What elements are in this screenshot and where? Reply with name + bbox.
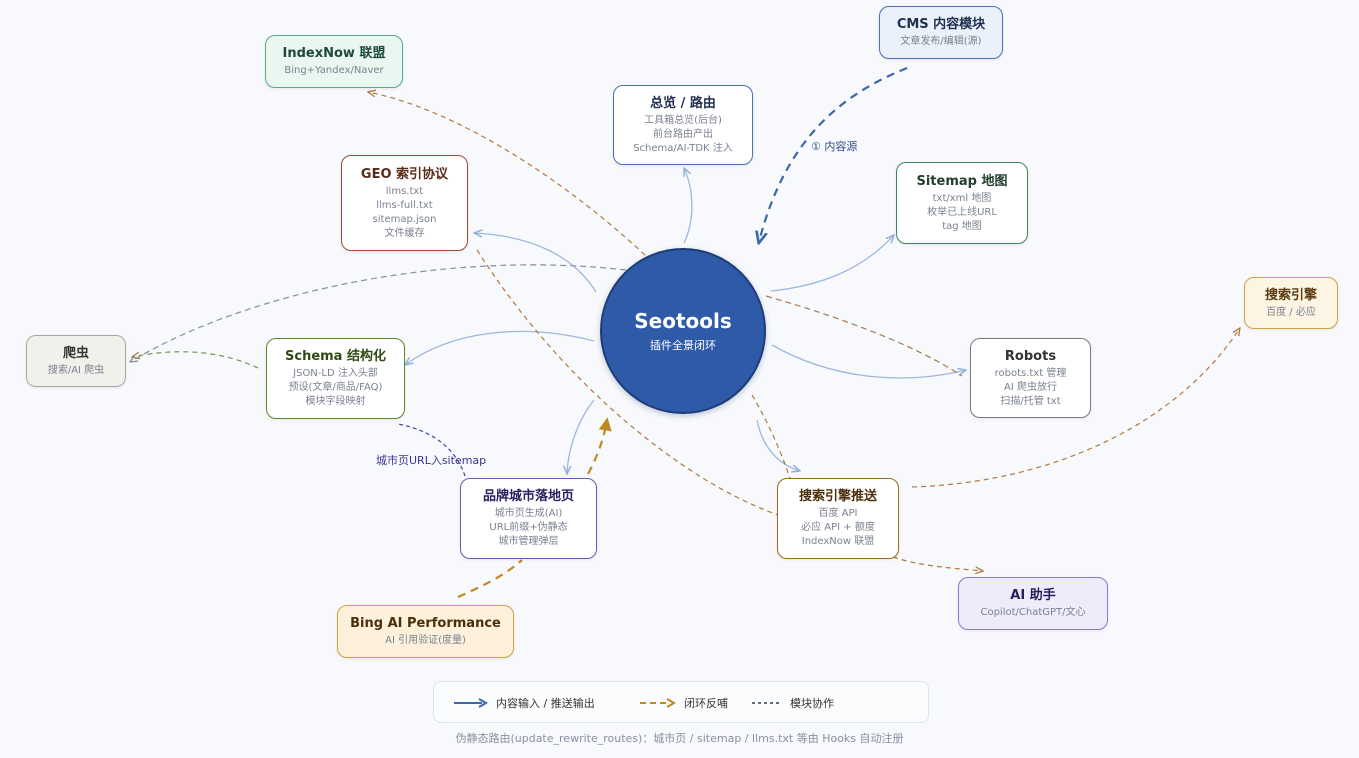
node-line: URL前缀+伪静态 xyxy=(489,522,568,533)
node-title: 爬虫 xyxy=(62,345,89,361)
node-line: 文章发布/编辑(源) xyxy=(900,36,982,47)
node-line: 模块字段映射 xyxy=(305,396,366,407)
legend-item-collab: 模块协作 xyxy=(752,682,834,724)
arrow-hub-to-robots xyxy=(771,344,966,379)
node-line: 百度 API xyxy=(818,508,858,519)
arrow-hub-to-push xyxy=(756,419,800,471)
link-hub-to-robots xyxy=(765,295,963,377)
node-title: CMS 内容模块 xyxy=(896,17,986,32)
arrow-hub-to-sitemap xyxy=(770,235,894,292)
arrow-hub-to-schema xyxy=(405,330,595,365)
node-city-landing: 品牌城市落地页 城市页生成(AI) URL前缀+伪静态 城市管理弹层 xyxy=(460,478,597,559)
legend-item-input-output: 内容输入 / 推送输出 xyxy=(454,682,595,724)
node-line: 工具箱总览(后台) xyxy=(644,114,722,126)
link-hub-to-crawler xyxy=(130,264,627,362)
node-title: 搜索引擎推送 xyxy=(798,489,877,504)
legend-label: 内容输入 / 推送输出 xyxy=(496,697,595,710)
seotools-hub: Seotools 插件全景闭环 xyxy=(600,248,766,414)
node-title: Robots xyxy=(1004,348,1057,364)
footer-note: 伪静态路由(update_rewrite_routes)：城市页 / sitem… xyxy=(455,732,904,745)
legend: 内容输入 / 推送输出 闭环反哺 模块协作 xyxy=(433,681,929,723)
node-line: Schema/AI-TDK 注入 xyxy=(633,142,733,154)
node-line: 预设(文章/商品/FAQ) xyxy=(288,382,383,393)
node-line: 扫描/托管 txt xyxy=(1000,395,1061,407)
arrow-hub-to-overview xyxy=(684,168,693,244)
node-cms: CMS 内容模块 文章发布/编辑(源) xyxy=(879,6,1003,59)
arrow-hub-to-geo xyxy=(474,233,597,293)
node-line: sitemap.json xyxy=(372,213,437,225)
legend-item-feedback: 闭环反哺 xyxy=(640,682,728,724)
node-title: 品牌城市落地页 xyxy=(482,489,574,504)
node-engine-push: 搜索引擎推送 百度 API 必应 API + 额度 IndexNow 联盟 xyxy=(777,478,899,559)
node-line: 城市管理弹层 xyxy=(498,536,559,547)
node-line: AI 引用验证(度量) xyxy=(385,635,466,646)
node-line: llms.txt xyxy=(385,185,424,197)
arrow-cms-content-source xyxy=(759,66,908,242)
node-title: Schema 结构化 xyxy=(285,349,386,364)
node-search-engine: 搜索引擎 百度 / 必应 xyxy=(1244,277,1338,329)
legend-label: 闭环反哺 xyxy=(684,697,728,710)
node-line: tag 地图 xyxy=(942,220,982,232)
node-indexnow: IndexNow 联盟 Bing+Yandex/Naver xyxy=(265,35,403,88)
node-line: 文件缓存 xyxy=(384,227,425,239)
node-line: AI 爬虫放行 xyxy=(1004,381,1057,393)
feedback-push-to-assistant xyxy=(892,556,983,571)
link-schema-to-crawler xyxy=(132,351,259,369)
node-line: IndexNow 联盟 xyxy=(801,536,875,547)
node-line: robots.txt 管理 xyxy=(994,367,1067,379)
node-line: 枚举已上线URL xyxy=(927,206,997,218)
dashed-arrow-icon xyxy=(640,698,676,708)
node-title: AI 助手 xyxy=(1010,588,1056,603)
edge-label-content-source: ① 内容源 xyxy=(811,140,858,153)
node-sitemap: Sitemap 地图 txt/xml 地图 枚举已上线URL tag 地图 xyxy=(896,162,1028,244)
node-bing-ai-performance: Bing AI Performance AI 引用验证(度量) xyxy=(337,605,514,658)
node-geo: GEO 索引协议 llms.txt llms-full.txt sitemap.… xyxy=(341,155,468,251)
dotted-line-icon xyxy=(752,702,780,704)
node-crawler: 爬虫 搜索/AI 爬虫 xyxy=(26,335,126,387)
node-line: llms-full.txt xyxy=(376,199,433,211)
edge-label-city-sitemap: 城市页URL入sitemap xyxy=(376,454,487,467)
node-line: Copilot/ChatGPT/文心 xyxy=(980,607,1086,618)
node-schema: Schema 结构化 JSON-LD 注入头部 预设(文章/商品/FAQ) 模块… xyxy=(266,338,405,419)
solid-arrow-icon xyxy=(454,698,488,708)
feedback-bing-to-city xyxy=(457,559,523,599)
node-line: JSON-LD 注入头部 xyxy=(293,368,378,379)
feedback-hub-to-indexnow xyxy=(368,92,646,256)
node-line: 搜索/AI 爬虫 xyxy=(47,364,105,376)
node-line: txt/xml 地图 xyxy=(932,192,992,204)
node-line: 前台路由产出 xyxy=(653,128,713,140)
feedback-geo-to-push xyxy=(476,249,779,516)
feedback-push-to-searchengine xyxy=(911,328,1240,488)
legend-label: 模块协作 xyxy=(790,697,834,710)
node-ai-assistant: AI 助手 Copilot/ChatGPT/文心 xyxy=(958,577,1108,630)
node-line: 城市页生成(AI) xyxy=(494,508,563,519)
node-title: 总览 / 路由 xyxy=(650,95,716,111)
node-line: 百度 / 必应 xyxy=(1266,306,1316,318)
hub-subtitle: 插件全景闭环 xyxy=(650,339,716,352)
feedback-city-to-schema xyxy=(587,417,612,475)
node-overview: 总览 / 路由 工具箱总览(后台) 前台路由产出 Schema/AI-TDK 注… xyxy=(613,85,753,165)
node-line: 必应 API + 额度 xyxy=(801,522,875,533)
node-title: IndexNow 联盟 xyxy=(282,46,386,61)
feedback-hub-to-push xyxy=(751,394,791,479)
node-title: GEO 索引协议 xyxy=(360,166,449,182)
node-title: 搜索引擎 xyxy=(1264,287,1317,303)
node-title: Sitemap 地图 xyxy=(916,173,1008,189)
hub-title: Seotools xyxy=(634,309,732,333)
link-city-url-sitemap xyxy=(397,423,466,477)
node-title: Bing AI Performance xyxy=(350,616,501,631)
node-robots: Robots robots.txt 管理 AI 爬虫放行 扫描/托管 txt xyxy=(970,338,1091,418)
node-line: Bing+Yandex/Naver xyxy=(284,65,384,76)
arrow-hub-to-city xyxy=(567,399,595,474)
